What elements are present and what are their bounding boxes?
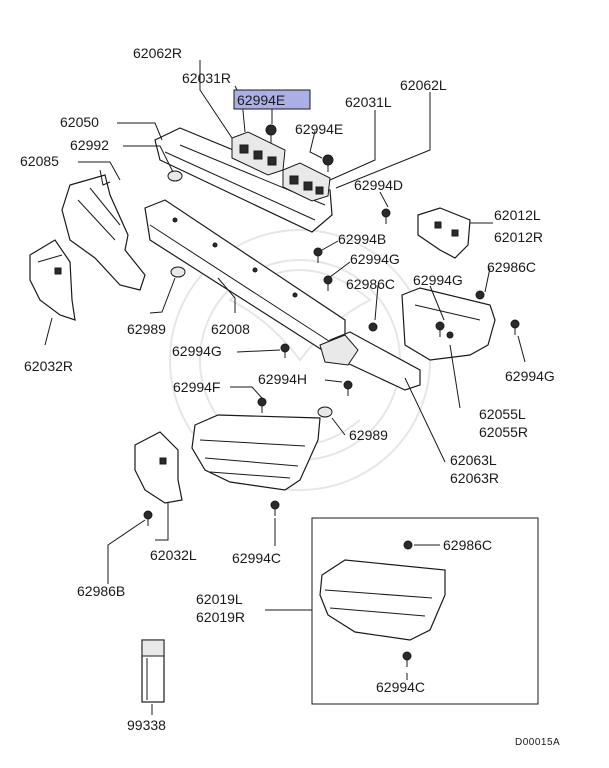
leader-lines — [44, 60, 526, 715]
label-62994G-b[interactable]: 62994G — [413, 272, 463, 288]
label-62994F[interactable]: 62994F — [173, 379, 220, 395]
bolt-62994C-a — [270, 500, 280, 516]
bolt-62994G-b — [435, 321, 445, 337]
label-62063R[interactable]: 62063R — [450, 470, 499, 486]
label-62032L[interactable]: 62032L — [150, 547, 197, 563]
label-62986C-c[interactable]: 62986C — [443, 537, 492, 553]
label-62992[interactable]: 62992 — [70, 137, 109, 153]
bolt-62986C-b — [475, 290, 485, 300]
part-62032L-end — [134, 431, 183, 504]
label-62062R[interactable]: 62062R — [133, 45, 182, 61]
label-62032R[interactable]: 62032R — [24, 358, 73, 374]
label-62994C-b[interactable]: 62994C — [376, 679, 425, 695]
bolt-62994F — [257, 397, 267, 413]
label-62994G-c[interactable]: 62994G — [172, 343, 222, 359]
bolt-62994E-upper — [265, 124, 277, 143]
part-62012-bracket — [417, 207, 471, 259]
label-62055L[interactable]: 62055L — [479, 406, 526, 422]
label-99338[interactable]: 99338 — [127, 717, 166, 733]
label-62994E[interactable]: 62994E — [295, 121, 343, 137]
label-62986C-b[interactable]: 62986C — [346, 276, 395, 292]
bolt-62994D — [381, 208, 391, 224]
part-62031R-bracket — [231, 131, 286, 176]
diagram-code: D00015A — [515, 737, 560, 748]
label-62994D[interactable]: 62994D — [354, 177, 403, 193]
callout-labels: 62062R 62031R 62994E 62062L 62031L 62050… — [20, 45, 560, 748]
bolt-62994E-lower — [322, 154, 334, 172]
part-62085-cover — [61, 169, 146, 291]
label-62986C-a[interactable]: 62986C — [487, 259, 536, 275]
label-62012L[interactable]: 62012L — [494, 207, 541, 223]
label-62994G-a[interactable]: 62994G — [350, 251, 400, 267]
label-62031R[interactable]: 62031R — [182, 70, 231, 86]
part-62031L-bracket — [282, 162, 331, 202]
bolt-62994B — [313, 247, 323, 263]
label-62085[interactable]: 62085 — [20, 153, 59, 169]
highlight-box — [233, 89, 311, 110]
label-62994C-a[interactable]: 62994C — [232, 550, 281, 566]
label-62055R[interactable]: 62055R — [479, 424, 528, 440]
clip-62992 — [167, 170, 183, 182]
label-62986B[interactable]: 62986B — [77, 583, 125, 599]
bolt-62994H — [343, 380, 353, 396]
bolt-62986C-a — [368, 322, 378, 332]
label-62019R[interactable]: 62019R — [196, 609, 245, 625]
label-62008[interactable]: 62008 — [211, 321, 250, 337]
label-62989-b[interactable]: 62989 — [349, 427, 388, 443]
bolt-62994G-a — [323, 275, 333, 291]
bolt-62994G-c — [280, 343, 290, 358]
grommet-62989-upper — [170, 266, 186, 278]
label-62989-a[interactable]: 62989 — [127, 321, 166, 337]
label-62994B[interactable]: 62994B — [338, 231, 386, 247]
part-lower-bumper-cover — [191, 414, 321, 491]
label-62994E-highlighted[interactable]: 62994E — [237, 92, 285, 108]
part-99338-paint — [141, 639, 165, 703]
label-62994G-d[interactable]: 62994G — [505, 368, 555, 384]
label-62012R[interactable]: 62012R — [494, 229, 543, 245]
grommet-62989-lower — [317, 406, 333, 418]
label-62019L[interactable]: 62019L — [196, 591, 243, 607]
inset-box — [311, 517, 539, 705]
label-62994H[interactable]: 62994H — [258, 371, 307, 387]
bolt-62986B — [143, 510, 153, 526]
label-62050[interactable]: 62050 — [60, 114, 99, 130]
label-62062L[interactable]: 62062L — [400, 77, 447, 93]
part-62063-arm — [319, 331, 421, 391]
label-62063L[interactable]: 62063L — [450, 452, 497, 468]
part-62032R-end — [29, 239, 76, 321]
label-62031L[interactable]: 62031L — [345, 94, 392, 110]
bolt-62994G-d — [510, 319, 520, 335]
part-62055-stay — [401, 287, 496, 361]
